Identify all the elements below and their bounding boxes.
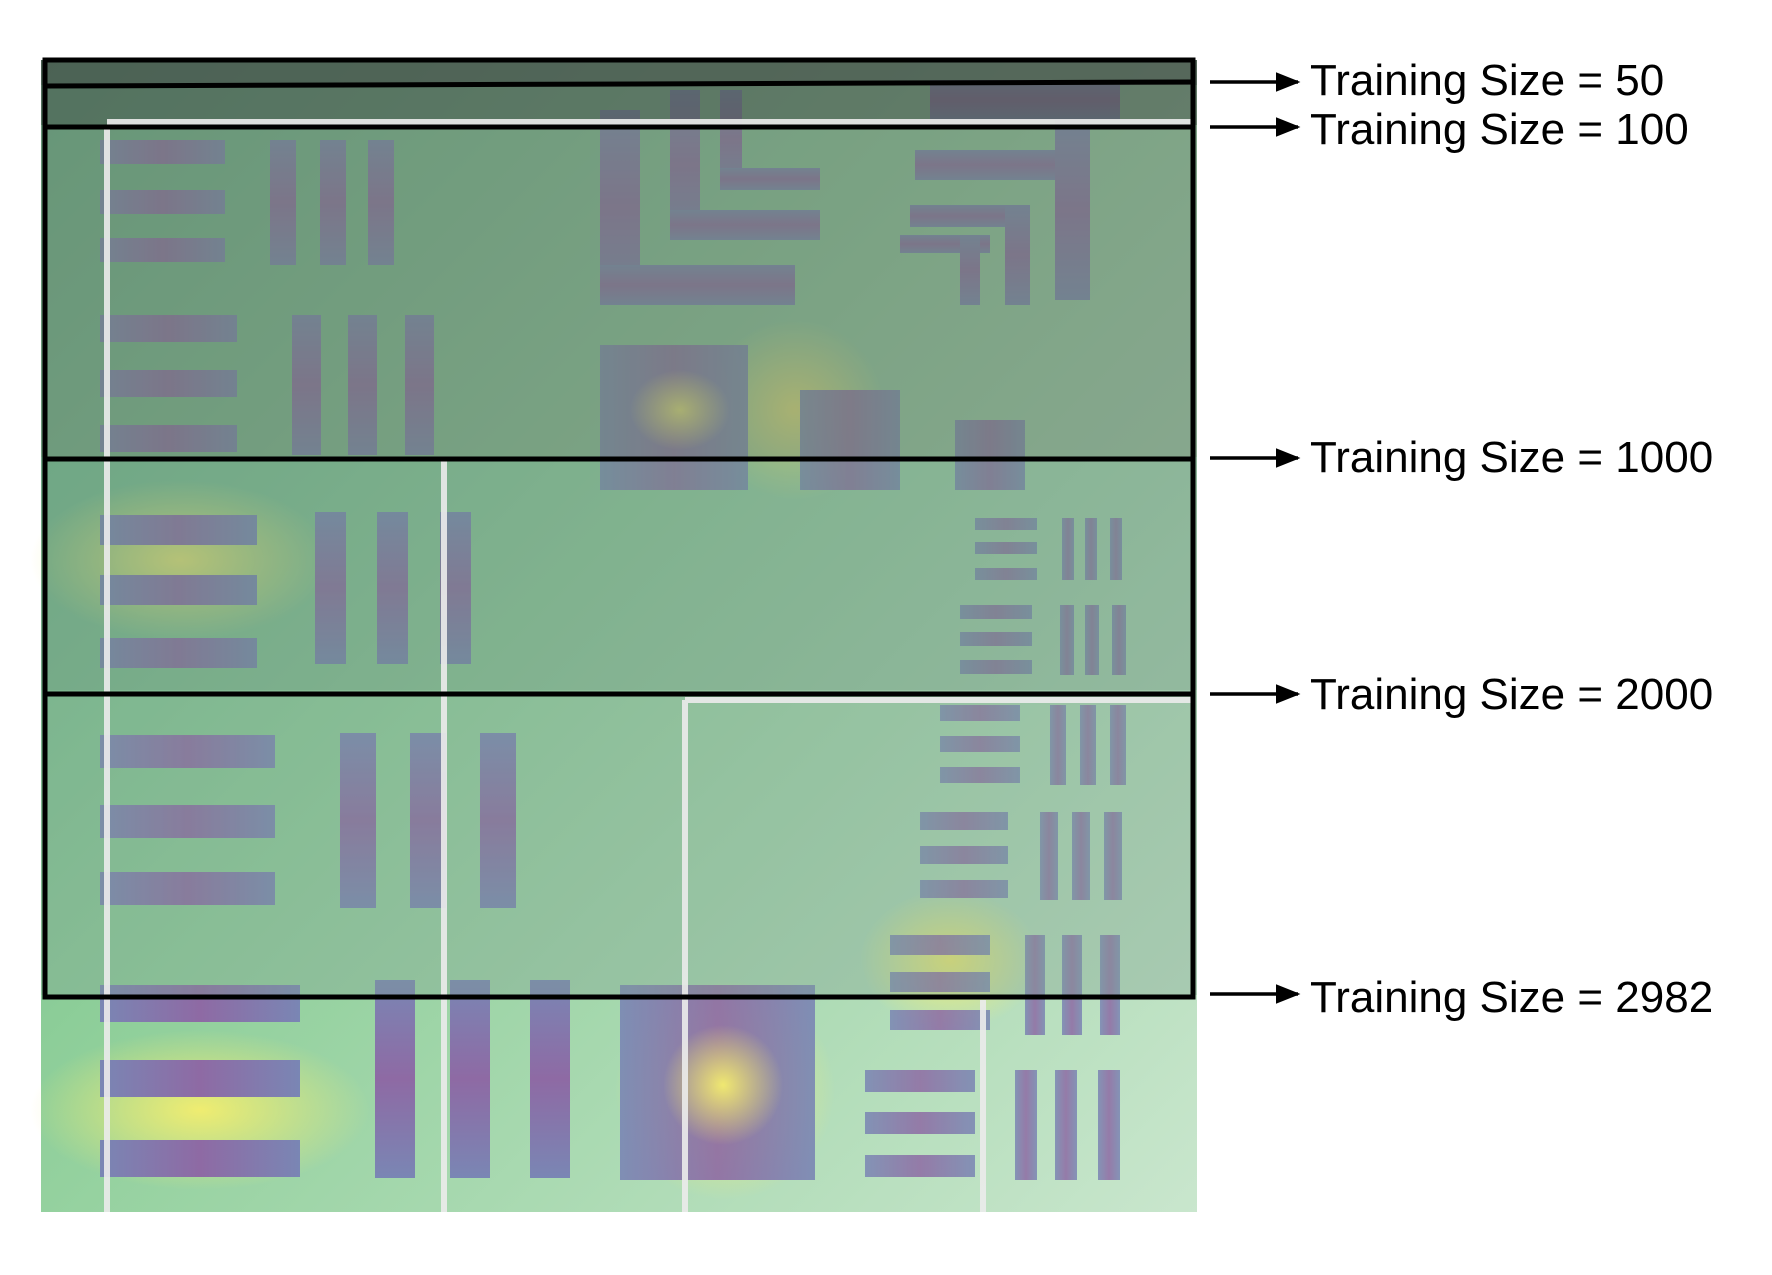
label-training-size-1000: Training Size = 1000: [1310, 433, 1713, 482]
label-training-size-50: Training Size = 50: [1310, 56, 1664, 105]
arrows: [1210, 72, 1301, 1004]
training-frames: [42, 57, 1196, 1000]
overlays: [41, 60, 1197, 995]
bar-group-small-right: [865, 518, 1126, 1180]
label-training-size-100: Training Size = 100: [1310, 105, 1689, 154]
labels: Training Size = 50 Training Size = 100 T…: [1310, 56, 1713, 1022]
label-training-size-2000: Training Size = 2000: [1310, 670, 1713, 719]
dividers: [104, 119, 1194, 1212]
label-training-size-2982: Training Size = 2982: [1310, 973, 1713, 1022]
